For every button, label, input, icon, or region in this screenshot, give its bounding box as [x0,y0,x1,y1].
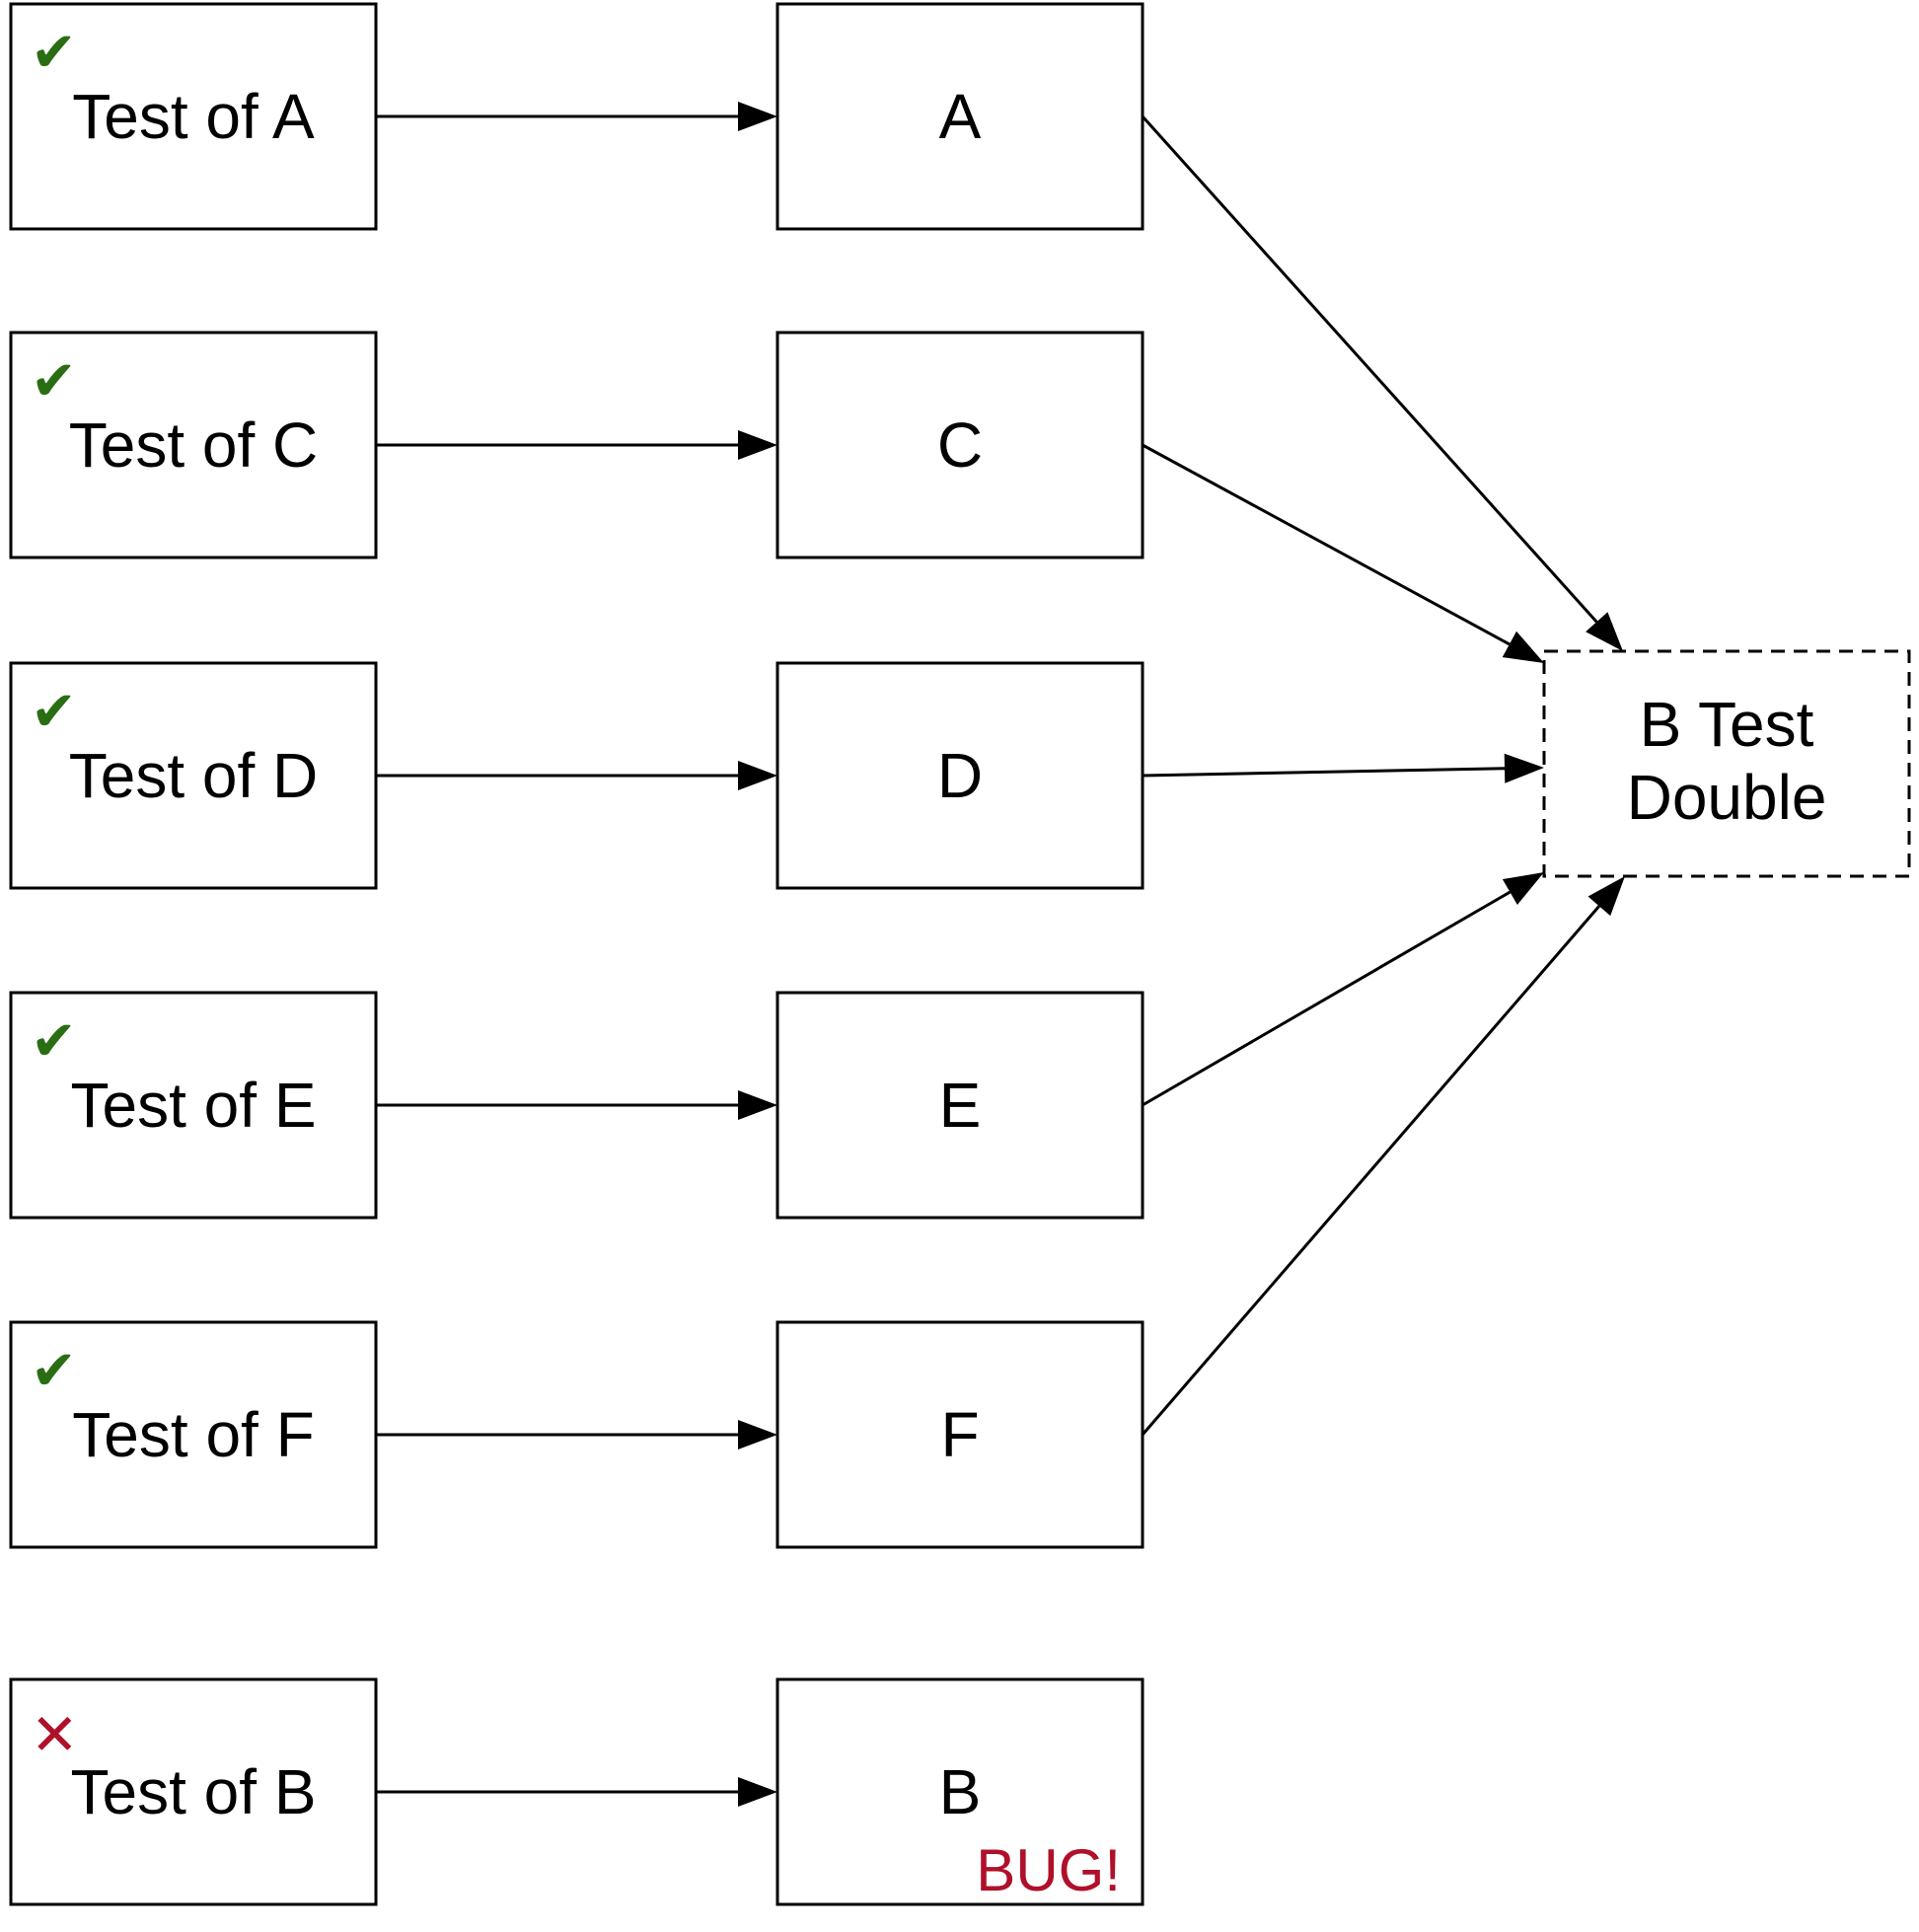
edge-line [1141,114,1598,624]
b-test-double-label-line2: Double [1627,762,1827,833]
check-mark-icon: ✔ [31,1339,77,1403]
arrowhead-icon [738,430,777,460]
check-mark-icon: ✔ [31,680,77,744]
module-label: D [937,740,983,811]
arrowhead-icon [1504,753,1544,783]
arrow-module-A-to-b-test-double [1141,114,1623,651]
test-label: Test of D [69,740,319,811]
arrowhead-icon [738,1090,777,1120]
arrowhead-icon [1587,876,1625,917]
edge-line [1142,767,1506,778]
arrowhead-icon [738,761,777,790]
nodes-layer: Test of A✔Test of C✔Test of D✔Test of E✔… [9,2,1911,1906]
arrow-test-B-to-module-B [376,1777,777,1807]
edge-line [1142,443,1511,646]
arrow-test-D-to-module-D [376,761,777,790]
module-box-a: A [775,2,1144,231]
test-box-d: Test of D✔ [9,661,378,890]
test-box-frame [9,2,378,231]
module-box-frame [775,1320,1144,1549]
edges-layer [376,102,1625,1807]
cross-mark-icon: ✕ [31,1701,79,1768]
arrow-test-C-to-module-C [376,430,777,460]
module-label: A [939,81,982,152]
arrowhead-icon [738,102,777,131]
arrowhead-icon [1502,872,1544,905]
b-test-double-frame [1542,649,1911,878]
module-label: B [939,1756,982,1827]
test-box-b: Test of B✕ [9,1677,378,1906]
test-box-frame [9,331,378,559]
arrow-module-D-to-b-test-double [1142,753,1544,783]
module-box-frame [775,661,1144,890]
arrow-module-E-to-b-test-double [1142,872,1544,1107]
module-label: E [939,1070,982,1141]
test-box-a: Test of A✔ [9,2,378,231]
test-box-c: Test of C✔ [9,331,378,559]
arrowhead-icon [1586,612,1623,651]
module-box-frame [775,1677,1144,1906]
test-label: Test of B [71,1756,317,1827]
arrow-test-A-to-module-A [376,102,777,131]
edge-line [1142,890,1512,1107]
edge-line [1141,905,1600,1436]
test-label: Test of C [69,409,319,481]
test-box-frame [9,1320,378,1549]
arrowhead-icon [738,1777,777,1807]
module-box-e: E [775,991,1144,1220]
module-box-d: D [775,661,1144,890]
arrow-test-E-to-module-E [376,1090,777,1120]
check-mark-icon: ✔ [31,349,77,413]
module-label: F [940,1399,979,1470]
test-label: Test of E [71,1070,317,1141]
b-test-double-label-line1: B Test [1640,689,1814,760]
test-box-frame [9,991,378,1220]
module-label: C [937,409,983,481]
module-box-frame [775,2,1144,231]
test-label: Test of F [72,1399,314,1470]
test-box-frame [9,1677,378,1906]
test-box-frame [9,661,378,890]
module-box-frame [775,991,1144,1220]
test-box-f: Test of F✔ [9,1320,378,1549]
test-box-e: Test of E✔ [9,991,378,1220]
check-mark-icon: ✔ [31,1009,77,1074]
bug-note: BUG! [976,1837,1121,1903]
arrow-test-F-to-module-F [376,1420,777,1449]
check-mark-icon: ✔ [31,21,77,85]
module-box-f: F [775,1320,1144,1549]
arrow-module-F-to-b-test-double [1141,876,1625,1436]
arrowhead-icon [738,1420,777,1449]
module-box-c: C [775,331,1144,559]
module-box-frame [775,331,1144,559]
arrowhead-icon [1502,631,1544,663]
module-box-b: B BUG! [775,1677,1144,1906]
test-label: Test of A [72,81,315,152]
arrow-module-C-to-b-test-double [1142,443,1544,663]
